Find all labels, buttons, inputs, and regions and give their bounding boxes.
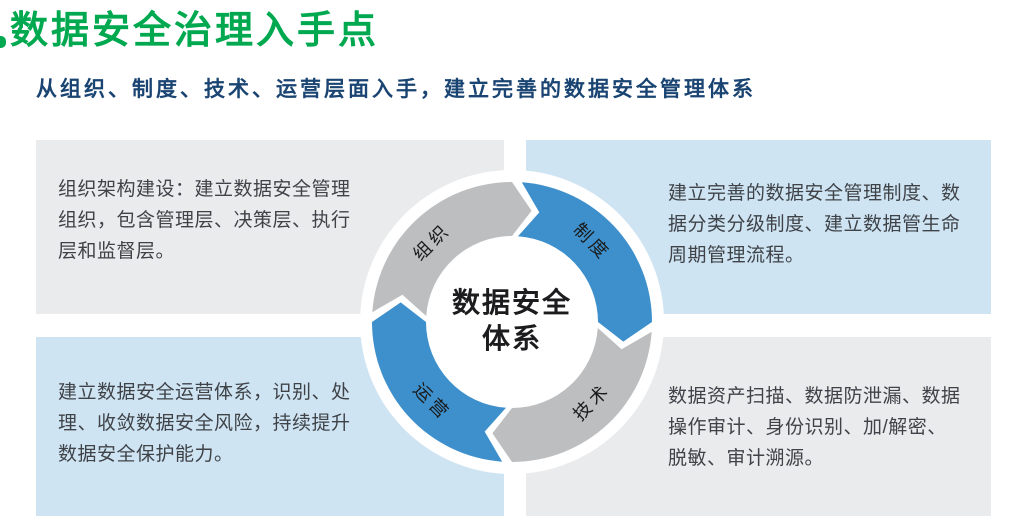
segment-operations-arc xyxy=(372,302,506,462)
cycle-diagram: 组织 制度 技术 运营 xyxy=(360,170,664,474)
text-line: 脱敏、审计溯源。 xyxy=(668,448,825,469)
text-line: 周期管理流程。 xyxy=(668,245,805,266)
text-line: 数据资产扫描、数据防泄漏、数据 xyxy=(668,386,961,407)
text-line: 操作审计、身份识别、加/解密、 xyxy=(668,417,947,438)
center-label-line: 体系 xyxy=(481,323,542,354)
green-accent-mark xyxy=(0,36,6,48)
quadrant-text-top-left: 组织架构建设：建立数据安全管理 组织，包含管理层、决策层、执行 层和监督层。 xyxy=(36,140,504,267)
quadrant-text-bottom-left: 建立数据安全运营体系，识别、处 理、收敛数据安全风险，持续提升 数据安全保护能力… xyxy=(36,337,504,470)
cycle-center-label: 数据安全 体系 xyxy=(412,285,612,357)
segment-organization-arc xyxy=(372,181,532,316)
center-label-line: 数据安全 xyxy=(451,287,572,318)
page-title: 数据安全治理入手点 xyxy=(10,10,380,52)
text-line: 组织，包含管理层、决策层、执行 xyxy=(58,210,351,231)
text-line: 据分类分级制度、建立数据管生命 xyxy=(668,214,961,235)
text-line: 建立数据安全运营体系，识别、处 xyxy=(58,382,351,403)
quadrant-text-top-right: 建立完善的数据安全管理制度、数 据分类分级制度、建立数据管生命 周期管理流程。 xyxy=(526,140,991,271)
text-line: 理、收敛数据安全风险，持续提升 xyxy=(58,413,351,434)
page-subtitle: 从组织、制度、技术、运营层面入手，建立完善的数据安全管理体系 xyxy=(36,78,756,101)
text-line: 建立完善的数据安全管理制度、数 xyxy=(668,183,961,204)
segment-technology-arc xyxy=(492,328,652,462)
quadrant-text-bottom-right: 数据资产扫描、数据防泄漏、数据 操作审计、身份识别、加/解密、 脱敏、审计溯源。 xyxy=(526,337,991,474)
text-line: 层和监督层。 xyxy=(58,241,176,262)
text-line: 组织架构建设：建立数据安全管理 xyxy=(58,179,351,200)
text-line: 数据安全保护能力。 xyxy=(58,444,234,465)
segment-policy-arc xyxy=(518,182,652,342)
